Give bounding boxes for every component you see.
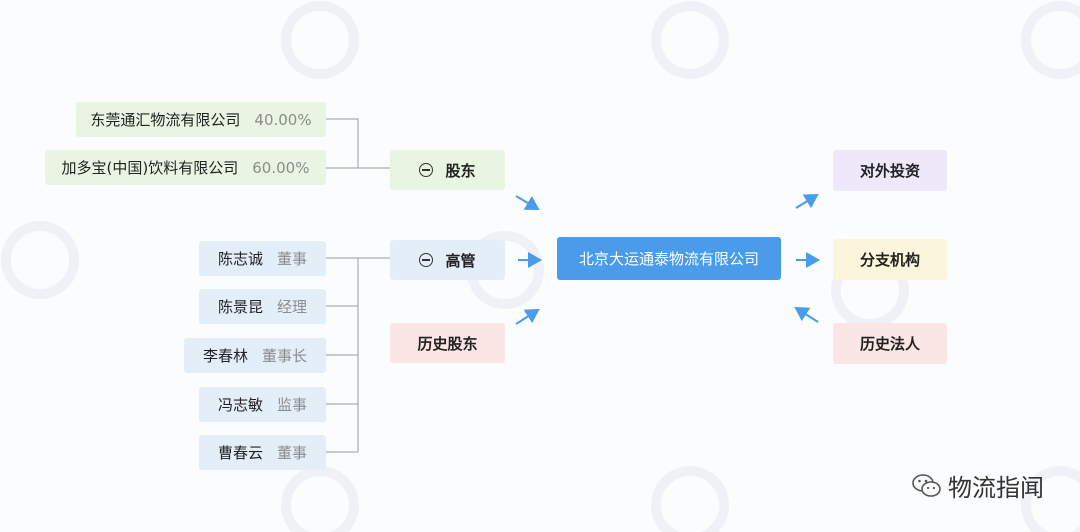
executive-role: 董事 [277,250,308,268]
investments-label: 对外投资 [859,162,920,180]
executives-category[interactable]: 高管 [390,240,505,280]
company-name: 北京大运通泰物流有限公司 [578,250,759,268]
executive-node[interactable]: 陈志诚 董事 [199,241,326,276]
brand-text: 物流指闻 [948,474,1044,502]
executive-role: 董事 [277,444,308,462]
arrow-history-shareholders [515,308,540,325]
branches-label: 分支机构 [859,251,920,269]
collapse-icon[interactable] [419,163,434,177]
investments-category[interactable]: 对外投资 [833,150,947,191]
shareholder-connector [326,118,390,169]
company-node[interactable]: 北京大运通泰物流有限公司 [557,237,781,280]
brand-logo: 物流指闻 [912,468,1044,503]
executive-node[interactable]: 冯志敏 监事 [199,387,326,422]
executive-name: 陈志诚 [217,250,263,268]
legal-rep-history-label: 历史法人 [859,335,920,353]
shareholders-label: 股东 [445,161,476,180]
executive-name: 曹春云 [217,444,263,462]
history-shareholders-label: 历史股东 [417,334,478,353]
arrow-legal-rep [794,306,819,323]
legal-rep-history-category[interactable]: 历史法人 [833,323,947,364]
shareholder-node[interactable]: 东莞通汇物流有限公司 40.00% [76,102,326,137]
executive-role: 董事长 [262,347,308,365]
arrow-investments [795,193,819,209]
executive-role: 监事 [277,396,308,414]
executive-connector [326,257,390,453]
wechat-icon [912,473,941,497]
branches-category[interactable]: 分支机构 [833,239,947,280]
shareholder-node[interactable]: 加多宝(中国)饮料有限公司 60.00% [45,150,326,185]
collapse-icon[interactable] [419,253,434,267]
executive-name: 冯志敏 [217,396,263,414]
arrow-shareholders [515,195,540,211]
executive-name: 李春林 [202,347,248,365]
shareholder-percent: 60.00% [252,158,310,177]
shareholder-name: 加多宝(中国)饮料有限公司 [61,159,239,177]
shareholder-name: 东莞通汇物流有限公司 [90,111,241,129]
executive-node[interactable]: 李春林 董事长 [184,338,326,373]
executive-role: 经理 [277,298,308,316]
history-shareholders-category[interactable]: 历史股东 [390,323,505,363]
executive-node[interactable]: 陈景昆 经理 [199,289,326,324]
shareholder-percent: 40.00% [254,110,312,129]
shareholders-category[interactable]: 股东 [390,150,505,190]
executives-label: 高管 [445,251,476,270]
executive-name: 陈景昆 [217,298,263,316]
executive-node[interactable]: 曹春云 董事 [199,435,326,470]
